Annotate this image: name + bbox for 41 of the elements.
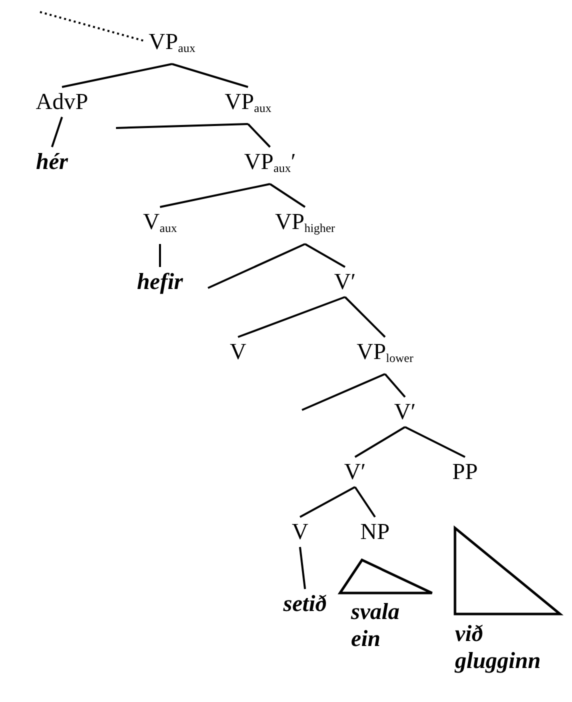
word-label: hefir [137,268,183,295]
tree-branch [238,296,346,338]
tree-branch [354,486,376,518]
category-label: PP [452,458,478,485]
tree-branch [344,296,386,338]
tree-branch [304,243,346,268]
category-label: VP$_{higher}$ [274,208,336,242]
category-label: VP$_{aux}$ [224,88,272,122]
tree-branch [269,183,306,208]
tree-branch [247,123,271,148]
category-label: V′ [394,398,416,425]
category-label: AdvP [36,88,88,115]
roof-triangle [454,525,564,616]
tree-branch [160,183,270,208]
category-label: VP$_{aux}$′ [244,148,296,182]
tree-branch [172,63,248,88]
dotted-branch [40,11,145,42]
word-label: við glugginn [455,620,555,674]
word-label: svala ein [351,598,413,652]
tree-branch [302,373,386,411]
tree-branch [299,546,306,590]
category-label: V$_{aux}$ [143,208,177,242]
tree-branch [51,116,63,148]
category-label: V′ [334,268,356,295]
roof-triangle [338,558,434,594]
word-label: setið [283,590,327,617]
category-label: NP [360,518,390,545]
category-label: V [230,338,246,365]
word-label: hér [36,148,68,175]
category-label: VP$_{aux}$ [148,28,196,62]
category-label: V′ [344,458,366,485]
tree-branch [404,426,466,458]
tree-branch [208,243,306,289]
tree-branch [384,373,406,398]
tree-branch [116,123,248,129]
category-label: VP$_{lower}$ [356,338,414,372]
tree-branch [300,486,356,518]
category-label: V [292,518,308,545]
tree-branch [159,244,161,267]
tree-branch [62,63,172,88]
tree-branch [354,426,406,458]
